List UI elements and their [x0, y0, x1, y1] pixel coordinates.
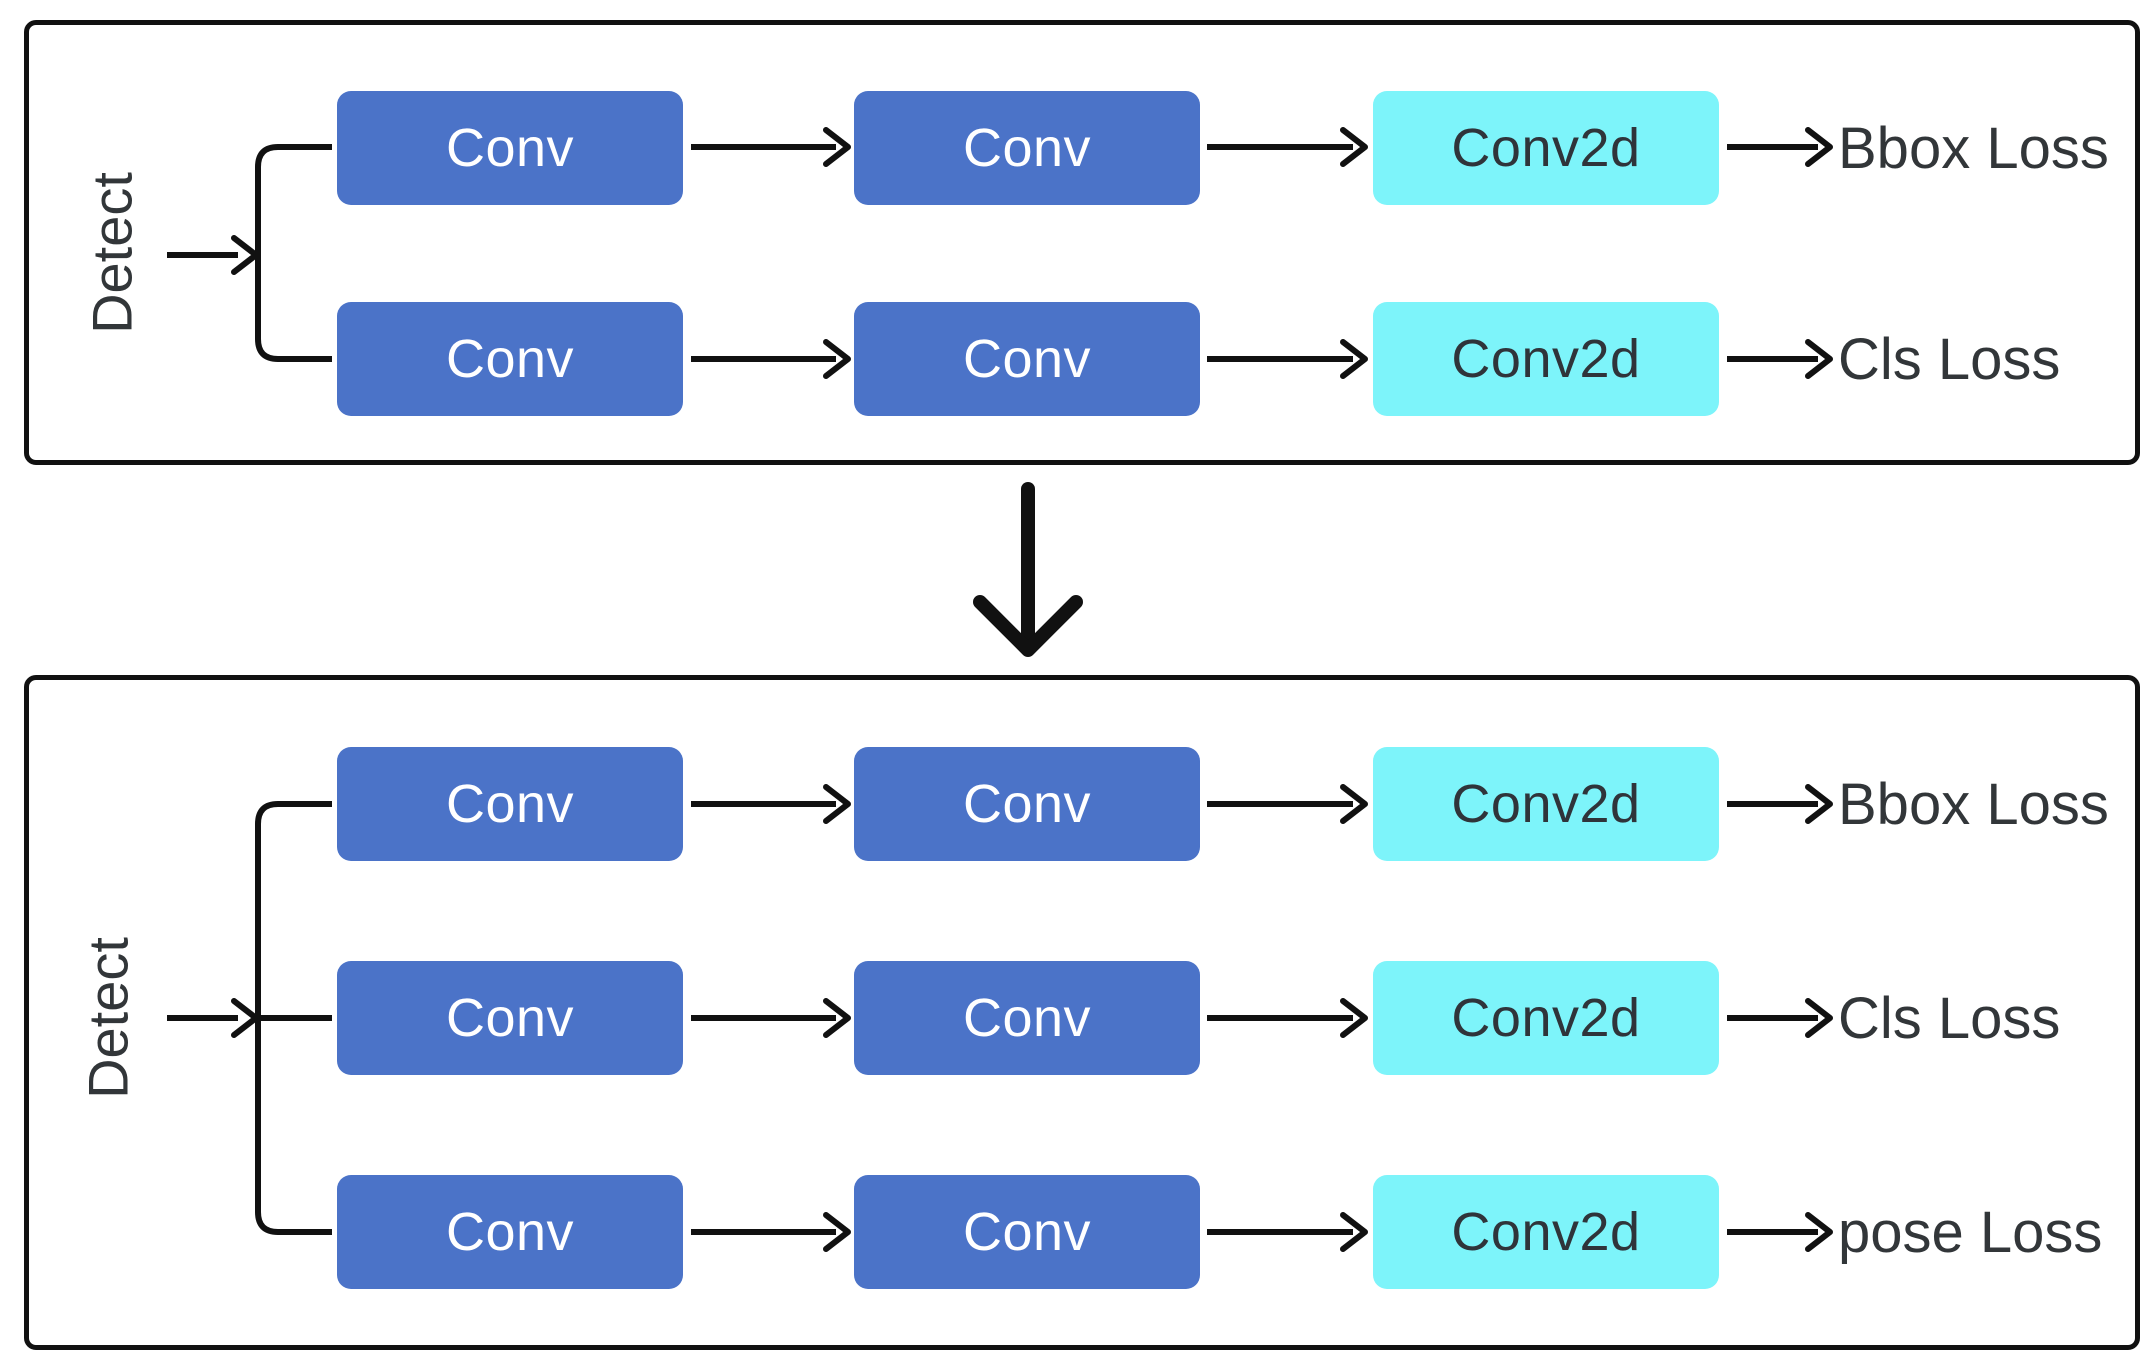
arrow	[1207, 127, 1368, 167]
arrow	[1207, 1212, 1368, 1252]
conv2d-box: Conv2d	[1373, 1175, 1719, 1289]
conv2d-box: Conv2d	[1373, 302, 1719, 416]
conv-box: Conv	[854, 1175, 1200, 1289]
after-panel	[24, 675, 2140, 1350]
arrow	[691, 339, 851, 379]
detect-label: Detect	[76, 937, 140, 1099]
arrow	[691, 784, 851, 824]
conv-box: Conv	[337, 91, 683, 205]
arrow	[1727, 127, 1833, 167]
detect-input-arrow	[167, 998, 259, 1038]
bbox-loss-label: Bbox Loss	[1838, 771, 2109, 837]
conv-box: Conv	[854, 747, 1200, 861]
arrow	[691, 998, 851, 1038]
transform-arrow	[973, 482, 1083, 657]
conv-box: Conv	[337, 961, 683, 1075]
conv-box: Conv	[854, 961, 1200, 1075]
detect-input-arrow	[167, 235, 259, 275]
branch-connector	[255, 144, 332, 362]
cls-loss-label: Cls Loss	[1838, 326, 2061, 392]
before-panel	[24, 20, 2140, 465]
arrow	[691, 127, 851, 167]
detect-label: Detect	[80, 172, 144, 334]
bbox-loss-label: Bbox Loss	[1838, 115, 2109, 181]
arrow	[1727, 339, 1833, 379]
conv2d-box: Conv2d	[1373, 747, 1719, 861]
arrow	[1207, 784, 1368, 824]
conv-box: Conv	[854, 302, 1200, 416]
arrow	[691, 1212, 851, 1252]
arrow	[1727, 998, 1833, 1038]
pose-loss-label: pose Loss	[1838, 1199, 2103, 1265]
arrow	[1207, 339, 1368, 379]
arrow	[1207, 998, 1368, 1038]
cls-loss-label: Cls Loss	[1838, 985, 2061, 1051]
conv-box: Conv	[854, 91, 1200, 205]
conv2d-box: Conv2d	[1373, 91, 1719, 205]
arrow	[1727, 784, 1833, 824]
conv-box: Conv	[337, 302, 683, 416]
conv2d-box: Conv2d	[1373, 961, 1719, 1075]
conv-box: Conv	[337, 747, 683, 861]
conv-box: Conv	[337, 1175, 683, 1289]
arrow	[1727, 1212, 1833, 1252]
